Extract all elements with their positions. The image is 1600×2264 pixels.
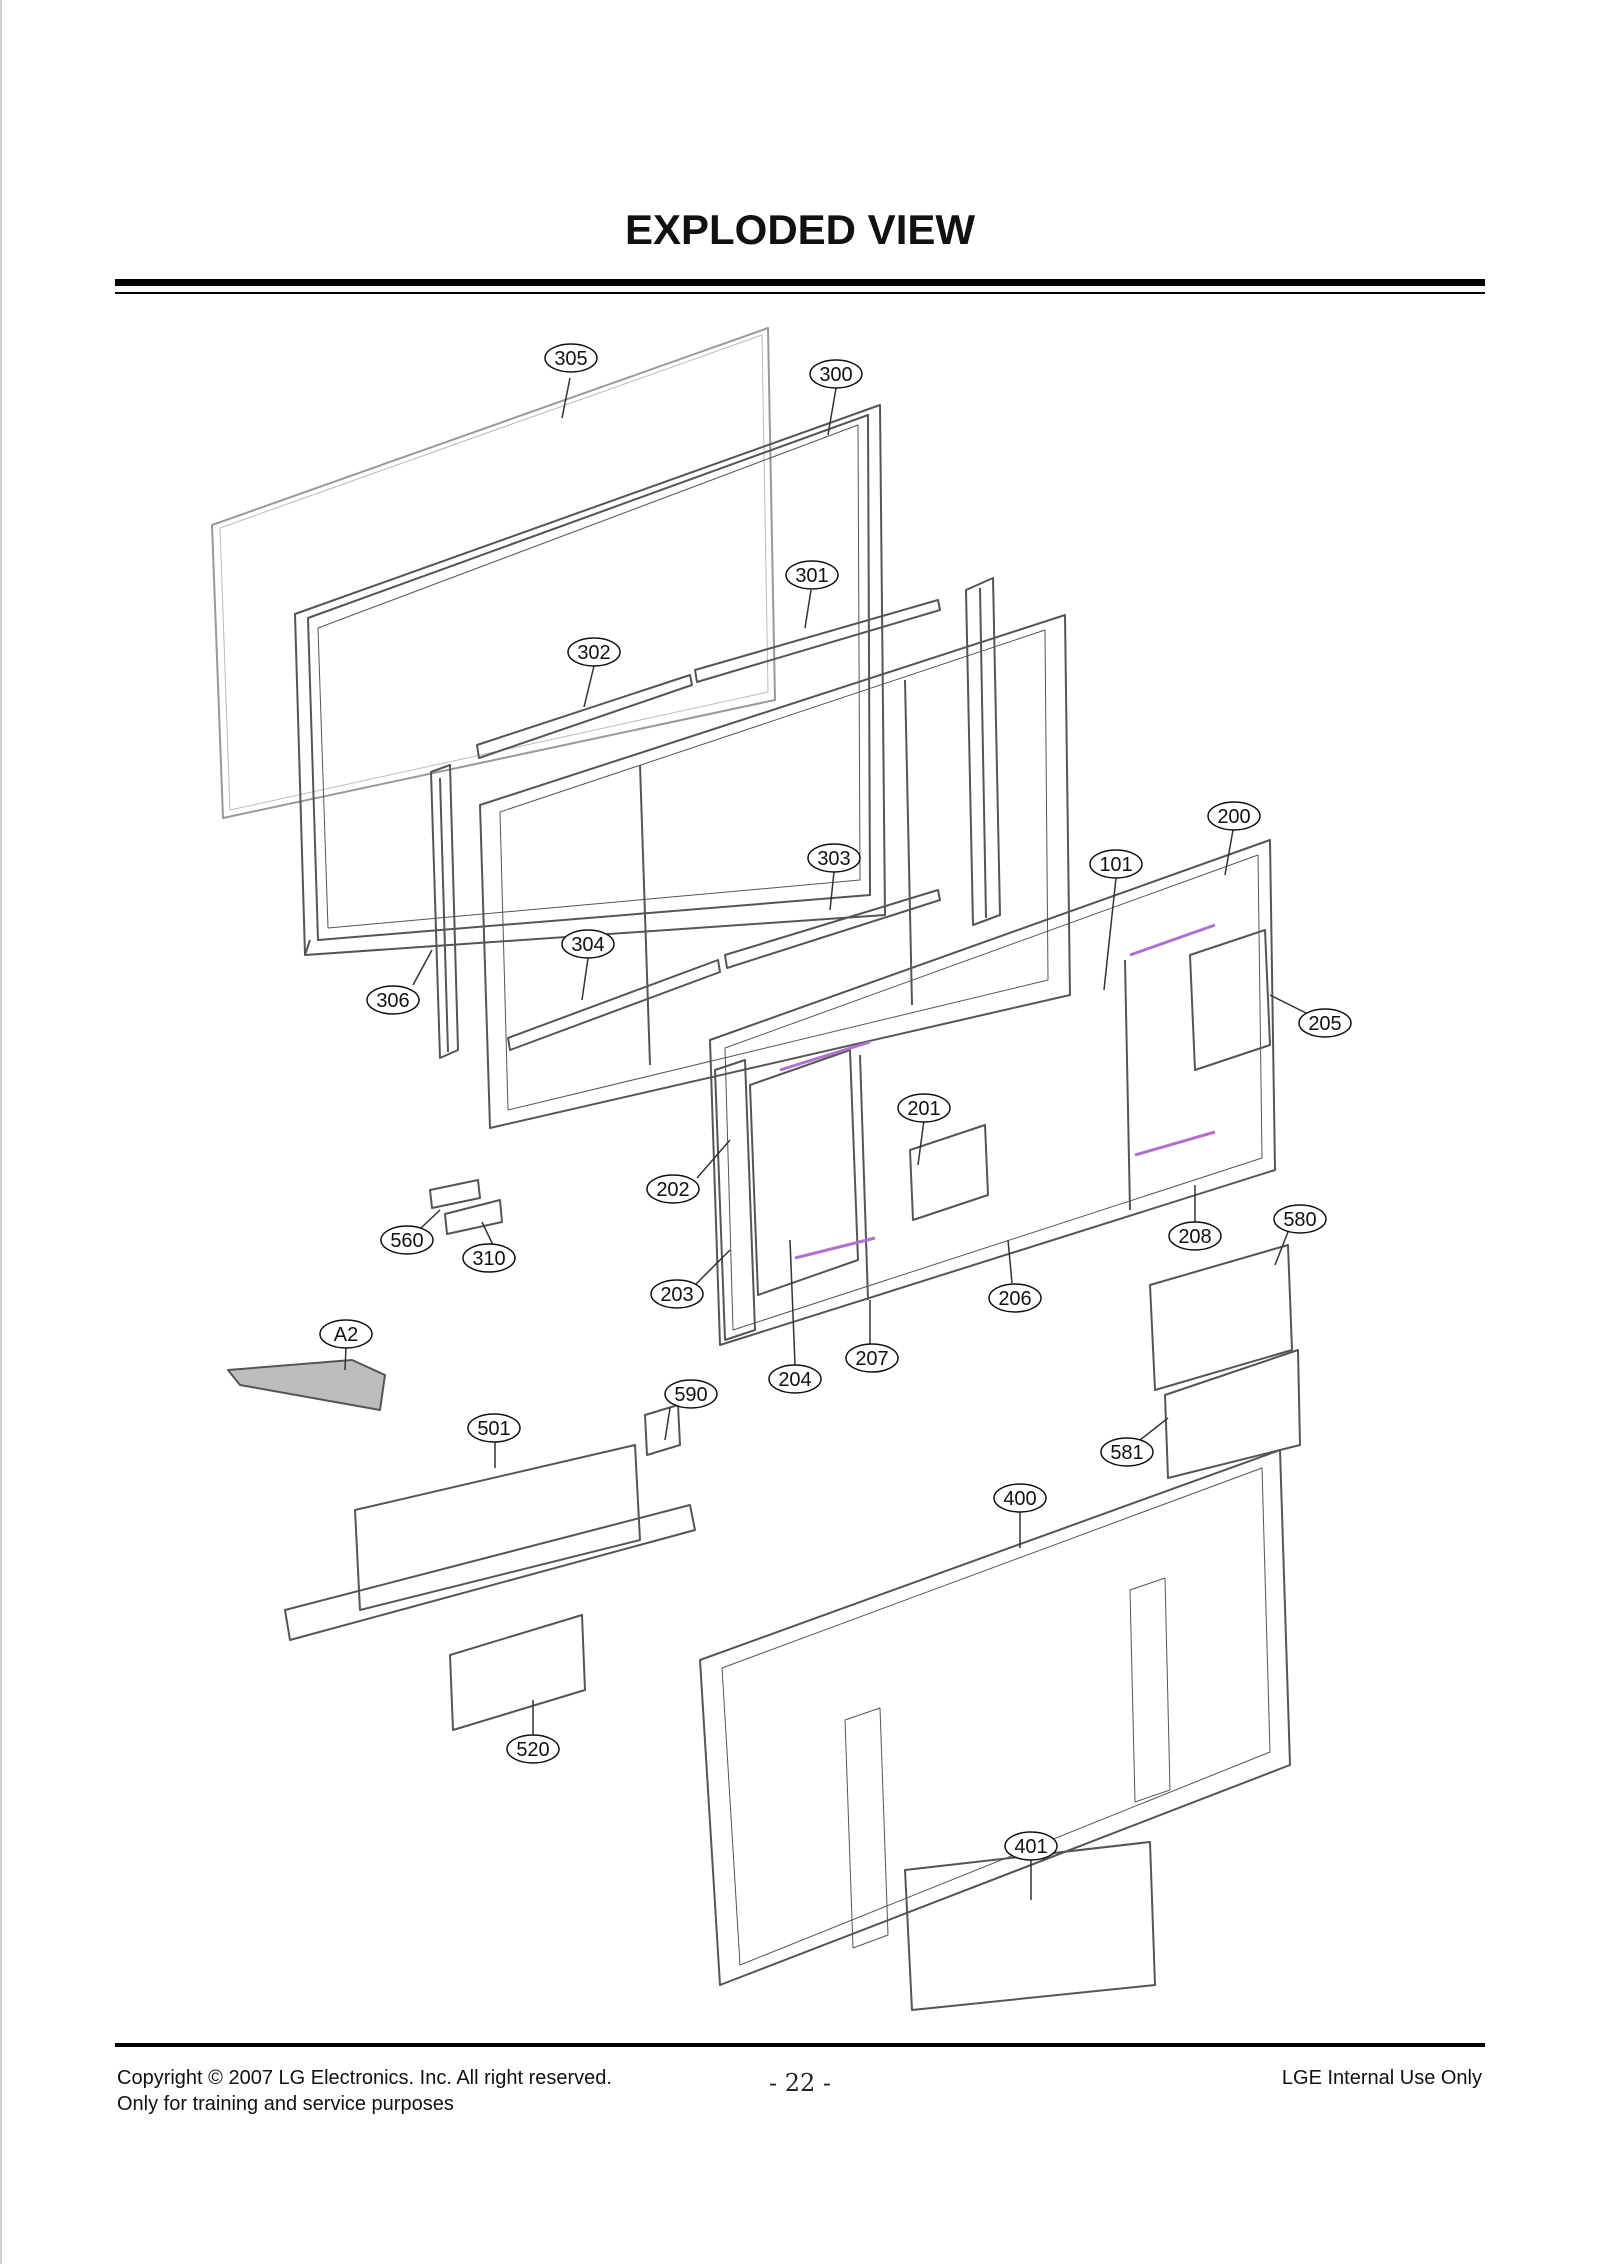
part-560-key-board bbox=[429, 1179, 481, 1209]
part-300-front-cabinet bbox=[294, 404, 886, 956]
svg-text:101: 101 bbox=[1099, 854, 1132, 876]
part-205-board bbox=[1189, 929, 1271, 1071]
svg-text:501: 501 bbox=[477, 1418, 510, 1440]
part-401-back-panel bbox=[904, 1841, 1156, 2011]
svg-text:303: 303 bbox=[817, 848, 850, 870]
callout-205: 205 bbox=[1298, 1008, 1352, 1038]
part-520-board bbox=[449, 1614, 586, 1731]
callout-201: 201 bbox=[897, 1093, 951, 1123]
svg-text:304: 304 bbox=[571, 934, 604, 956]
part-305-front-glass bbox=[211, 327, 776, 819]
callout-581: 581 bbox=[1100, 1437, 1154, 1467]
part-202-203-side-board bbox=[714, 1059, 756, 1341]
page-title: EXPLODED VIEW bbox=[624, 206, 976, 253]
part-590-bracket bbox=[644, 1404, 681, 1456]
callout-520: 520 bbox=[506, 1734, 560, 1764]
title-rule-thick bbox=[115, 279, 1485, 286]
svg-text:203: 203 bbox=[660, 1284, 693, 1306]
part-303-bottom-bracket bbox=[724, 889, 941, 969]
callout-206: 206 bbox=[988, 1283, 1042, 1313]
part-304-bottom-bracket bbox=[507, 959, 721, 1051]
callout-202: 202 bbox=[646, 1174, 700, 1204]
footer-purpose: Only for training and service purposes bbox=[117, 2093, 454, 2115]
callouts: 305 300 301 302 200 303 101 304 306 205 … bbox=[319, 343, 1352, 1861]
part-204-board bbox=[749, 1049, 859, 1296]
svg-text:208: 208 bbox=[1178, 1226, 1211, 1248]
callout-101: 101 bbox=[1089, 849, 1143, 879]
part-inner-frame bbox=[479, 614, 1071, 1129]
part-200-module-plate bbox=[709, 839, 1276, 1346]
svg-text:310: 310 bbox=[472, 1248, 505, 1270]
callout-208: 208 bbox=[1168, 1221, 1222, 1251]
svg-text:301: 301 bbox=[795, 565, 828, 587]
callout-200: 200 bbox=[1207, 801, 1261, 831]
part-302-top-bracket bbox=[476, 674, 693, 759]
svg-text:306: 306 bbox=[376, 990, 409, 1012]
callout-204: 204 bbox=[768, 1364, 822, 1394]
part-306-left-rail bbox=[430, 764, 459, 1059]
svg-text:201: 201 bbox=[907, 1098, 940, 1120]
part-501-stand-base bbox=[284, 1444, 696, 1641]
footer-copyright: Copyright © 2007 LG Electronics. Inc. Al… bbox=[117, 2067, 612, 2089]
svg-text:207: 207 bbox=[855, 1348, 888, 1370]
svg-text:580: 580 bbox=[1283, 1209, 1316, 1231]
part-310-bracket bbox=[444, 1199, 503, 1235]
svg-text:202: 202 bbox=[656, 1179, 689, 1201]
svg-text:401: 401 bbox=[1014, 1836, 1047, 1858]
callout-207: 207 bbox=[845, 1343, 899, 1373]
page-edge bbox=[0, 0, 2, 2264]
svg-text:205: 205 bbox=[1308, 1013, 1341, 1035]
callout-203: 203 bbox=[650, 1279, 704, 1309]
callout-590: 590 bbox=[664, 1379, 718, 1409]
title-rule-thin bbox=[115, 292, 1485, 294]
callout-A2: A2 bbox=[319, 1319, 373, 1349]
callout-560: 560 bbox=[380, 1225, 434, 1255]
footer-internal: LGE Internal Use Only bbox=[1281, 2067, 1482, 2089]
part-400-back-cover bbox=[699, 1449, 1291, 1986]
callout-301: 301 bbox=[785, 560, 839, 590]
callout-310: 310 bbox=[462, 1243, 516, 1273]
footer-rule bbox=[115, 2043, 1485, 2047]
svg-text:206: 206 bbox=[998, 1288, 1031, 1310]
leader-lines bbox=[344, 377, 1311, 1900]
svg-text:305: 305 bbox=[554, 348, 587, 370]
part-580-power-board bbox=[1149, 1244, 1293, 1391]
part-A2-remote bbox=[227, 1359, 386, 1411]
callout-401: 401 bbox=[1004, 1831, 1058, 1861]
svg-text:302: 302 bbox=[577, 642, 610, 664]
svg-text:200: 200 bbox=[1217, 806, 1250, 828]
svg-text:581: 581 bbox=[1110, 1442, 1143, 1464]
page-number: - 22 - bbox=[768, 2069, 831, 2097]
callout-304: 304 bbox=[561, 929, 615, 959]
svg-text:400: 400 bbox=[1003, 1488, 1036, 1510]
callout-400: 400 bbox=[993, 1483, 1047, 1513]
svg-text:560: 560 bbox=[390, 1230, 423, 1252]
callout-305: 305 bbox=[544, 343, 598, 373]
svg-text:204: 204 bbox=[778, 1369, 811, 1391]
svg-text:300: 300 bbox=[819, 364, 852, 386]
svg-text:590: 590 bbox=[674, 1384, 707, 1406]
svg-text:A2: A2 bbox=[334, 1324, 358, 1346]
callout-306: 306 bbox=[366, 985, 420, 1015]
part-right-rail bbox=[965, 577, 1001, 926]
callout-580: 580 bbox=[1273, 1204, 1327, 1234]
svg-text:520: 520 bbox=[516, 1739, 549, 1761]
callout-303: 303 bbox=[807, 843, 861, 873]
callout-302: 302 bbox=[567, 637, 621, 667]
fpc-highlights bbox=[779, 923, 1216, 1260]
callout-501: 501 bbox=[467, 1413, 521, 1443]
part-201-board bbox=[909, 1124, 989, 1221]
part-301-top-bracket bbox=[694, 599, 941, 683]
callout-300: 300 bbox=[809, 359, 863, 389]
part-581-power-board bbox=[1164, 1349, 1301, 1479]
